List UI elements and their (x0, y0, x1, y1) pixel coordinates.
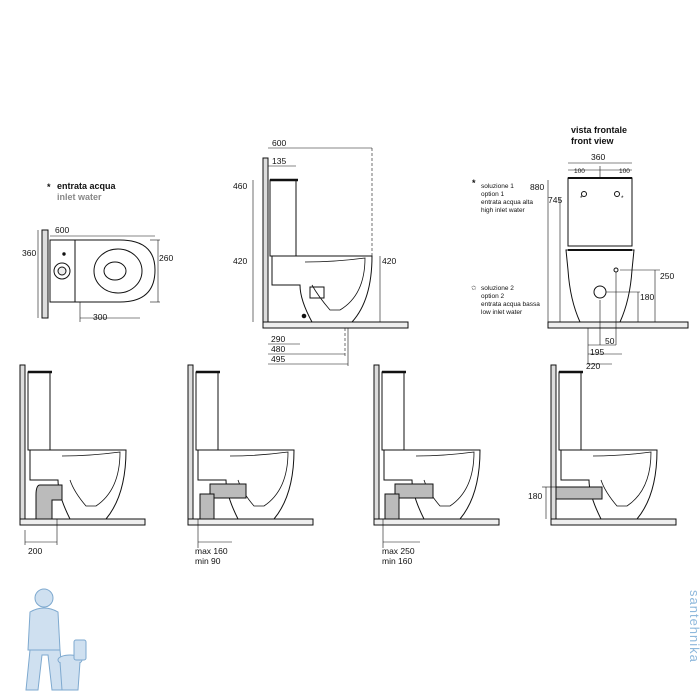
outlet-view-1-floor (19, 518, 146, 526)
outlet-4-dim: 180 (528, 491, 542, 501)
outlet-3-max: max 250 (382, 546, 415, 556)
outlet-2-elbow (199, 493, 215, 520)
bowl-outline (49, 239, 156, 303)
dim-100-right: 100 (619, 168, 630, 175)
dim-220: 220 (586, 361, 600, 371)
outlet-view-4-trap (592, 451, 652, 507)
dim-480: 480 (271, 344, 285, 354)
outlet-view-1-wall (19, 364, 26, 526)
dim-250: 250 (660, 271, 674, 281)
outlet-1-dim: 200 (28, 546, 42, 556)
low-inlet-icon (613, 267, 619, 273)
dim-420-left: 420 (233, 256, 247, 266)
outlet-pipe (309, 286, 325, 299)
dim-180-front: 180 (640, 292, 654, 302)
dim-420-right: 420 (382, 256, 396, 266)
opt1-line-2: option 1 (481, 191, 505, 198)
bowl (271, 255, 373, 323)
outlet-view-1-trap (61, 451, 121, 507)
opt1-star: * (472, 178, 476, 188)
wall (41, 229, 49, 319)
side-view (252, 147, 409, 366)
outlet-view-2-wall (187, 364, 194, 526)
wall (262, 157, 269, 329)
outlet-2-max: max 160 (195, 546, 228, 556)
opt2-line-4: low inlet water (481, 309, 523, 316)
front-title-it: vista frontale (571, 125, 627, 135)
dim-135: 135 (272, 156, 286, 166)
outlet-4-pipe (555, 486, 603, 500)
front-view (547, 162, 689, 365)
opt1-line-4: high inlet water (481, 207, 526, 214)
asterisk-left: * (580, 195, 583, 202)
dim-360-front: 360 (591, 152, 605, 162)
dim-745: 745 (548, 195, 562, 205)
outlet-view-2-floor (187, 518, 314, 526)
dim-195: 195 (590, 347, 604, 357)
asterisk-right: * (621, 195, 624, 202)
legend: * entrata acqua inlet water (47, 181, 117, 202)
outlet-2-min: min 90 (195, 556, 221, 566)
dim-600: 600 (55, 225, 69, 235)
bowl-seat (93, 248, 143, 294)
outlet-view-3-wall (373, 364, 380, 526)
opt2-star: ✩ (471, 284, 477, 292)
dim-495: 495 (271, 354, 285, 364)
legend-asterisk: * (47, 182, 51, 192)
outlet-3-elbow (384, 493, 400, 520)
dim-460: 460 (233, 181, 247, 191)
opt2-line-2: option 2 (481, 293, 505, 300)
tank-button (53, 262, 71, 280)
outlet-views (19, 364, 677, 548)
outlet-view-4-wall (550, 364, 557, 526)
option-1: * soluzione 1 option 1 entrata acqua alt… (472, 178, 533, 214)
outlet-3-min: min 160 (382, 556, 413, 566)
front-view-title: vista frontale front view (571, 125, 627, 146)
opt1-line-1: soluzione 1 (481, 183, 514, 190)
dim-360: 360 (22, 248, 36, 258)
option-2: ✩ soluzione 2 option 2 entrata acqua bas… (471, 284, 540, 316)
inlet-right-icon (614, 191, 620, 197)
floor (262, 321, 409, 329)
watermark-text: santehnika (687, 590, 700, 663)
dim-600-side: 600 (272, 138, 286, 148)
outlet-view-4-floor (550, 518, 677, 526)
outlet-1-pipe (35, 484, 63, 520)
floor (547, 321, 689, 329)
outlet-icon (593, 285, 607, 299)
plumber-logo (25, 588, 87, 691)
dim-50: 50 (605, 336, 615, 346)
tank (269, 179, 297, 257)
top-view (37, 229, 160, 322)
legend-inlet-en: inlet water (57, 192, 102, 202)
outlet-view-1-tank (27, 371, 51, 451)
inlet-left-icon (581, 191, 587, 197)
outlet-view-3-floor (373, 518, 500, 526)
dim-260: 260 (159, 253, 173, 263)
outlet-view-4-tank (558, 371, 582, 451)
opt1-line-3: entrata acqua alta (481, 199, 533, 206)
outlet-view-3-tank (381, 371, 405, 451)
legend-inlet-it: entrata acqua (57, 181, 117, 191)
tank-front (567, 177, 633, 247)
outlet-view-4-bowl (560, 449, 658, 520)
dim-100-left: 100 (574, 168, 585, 175)
dim-290: 290 (271, 334, 285, 344)
opt2-line-3: entrata acqua bassa (481, 301, 540, 308)
front-title-en: front view (571, 136, 615, 146)
dim-880: 880 (530, 182, 544, 192)
dim-300: 300 (93, 312, 107, 322)
outlet-3-pipe (394, 483, 434, 499)
outlet-2-pipe (209, 483, 247, 499)
outlet-view-2-tank (195, 371, 219, 451)
opt2-line-1: soluzione 2 (481, 285, 514, 292)
